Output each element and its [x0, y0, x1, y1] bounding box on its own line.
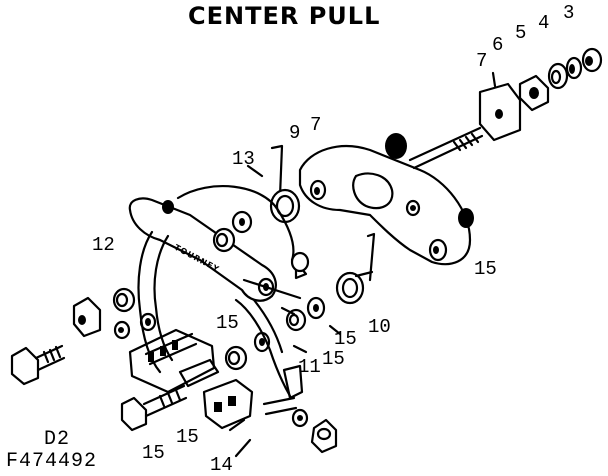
- brake-pads: [128, 328, 254, 430]
- part-label-10: 10: [368, 316, 391, 338]
- model-code-top: D2: [44, 428, 71, 451]
- top-right-hardware: [385, 47, 603, 170]
- part-label-12: 12: [92, 234, 115, 256]
- part-label-7: 7: [310, 114, 322, 136]
- part-label-15: 15: [216, 312, 239, 334]
- lower-bolt: [120, 384, 188, 432]
- part-label-9: 9: [289, 122, 301, 144]
- part-label-7: 7: [476, 50, 488, 72]
- part-label-15: 15: [142, 442, 165, 464]
- part-label-15: 15: [474, 258, 497, 280]
- straddle-cable: [176, 185, 295, 262]
- part-label-13: 13: [232, 148, 255, 170]
- left-hardware: [10, 287, 136, 386]
- part-label-15: 15: [176, 426, 199, 448]
- part-label-6: 6: [492, 34, 504, 56]
- part-label-14: 14: [210, 454, 233, 476]
- part-label-4: 4: [538, 12, 550, 34]
- center-washers: [212, 210, 326, 371]
- part-label-15: 15: [334, 328, 357, 350]
- brake-body: [234, 298, 304, 400]
- part-label-11: 11: [298, 356, 321, 378]
- part-label-15: 15: [322, 348, 345, 370]
- yoke-bridge: [298, 145, 474, 266]
- springs: [269, 144, 376, 305]
- part-label-5: 5: [515, 22, 527, 44]
- diagram-title: CENTER PULL: [188, 2, 381, 30]
- leader-lines: [228, 71, 497, 458]
- part-label-3: 3: [563, 2, 575, 24]
- model-code-bottom: F474492: [6, 450, 98, 473]
- lower-right-hardware: [262, 396, 338, 454]
